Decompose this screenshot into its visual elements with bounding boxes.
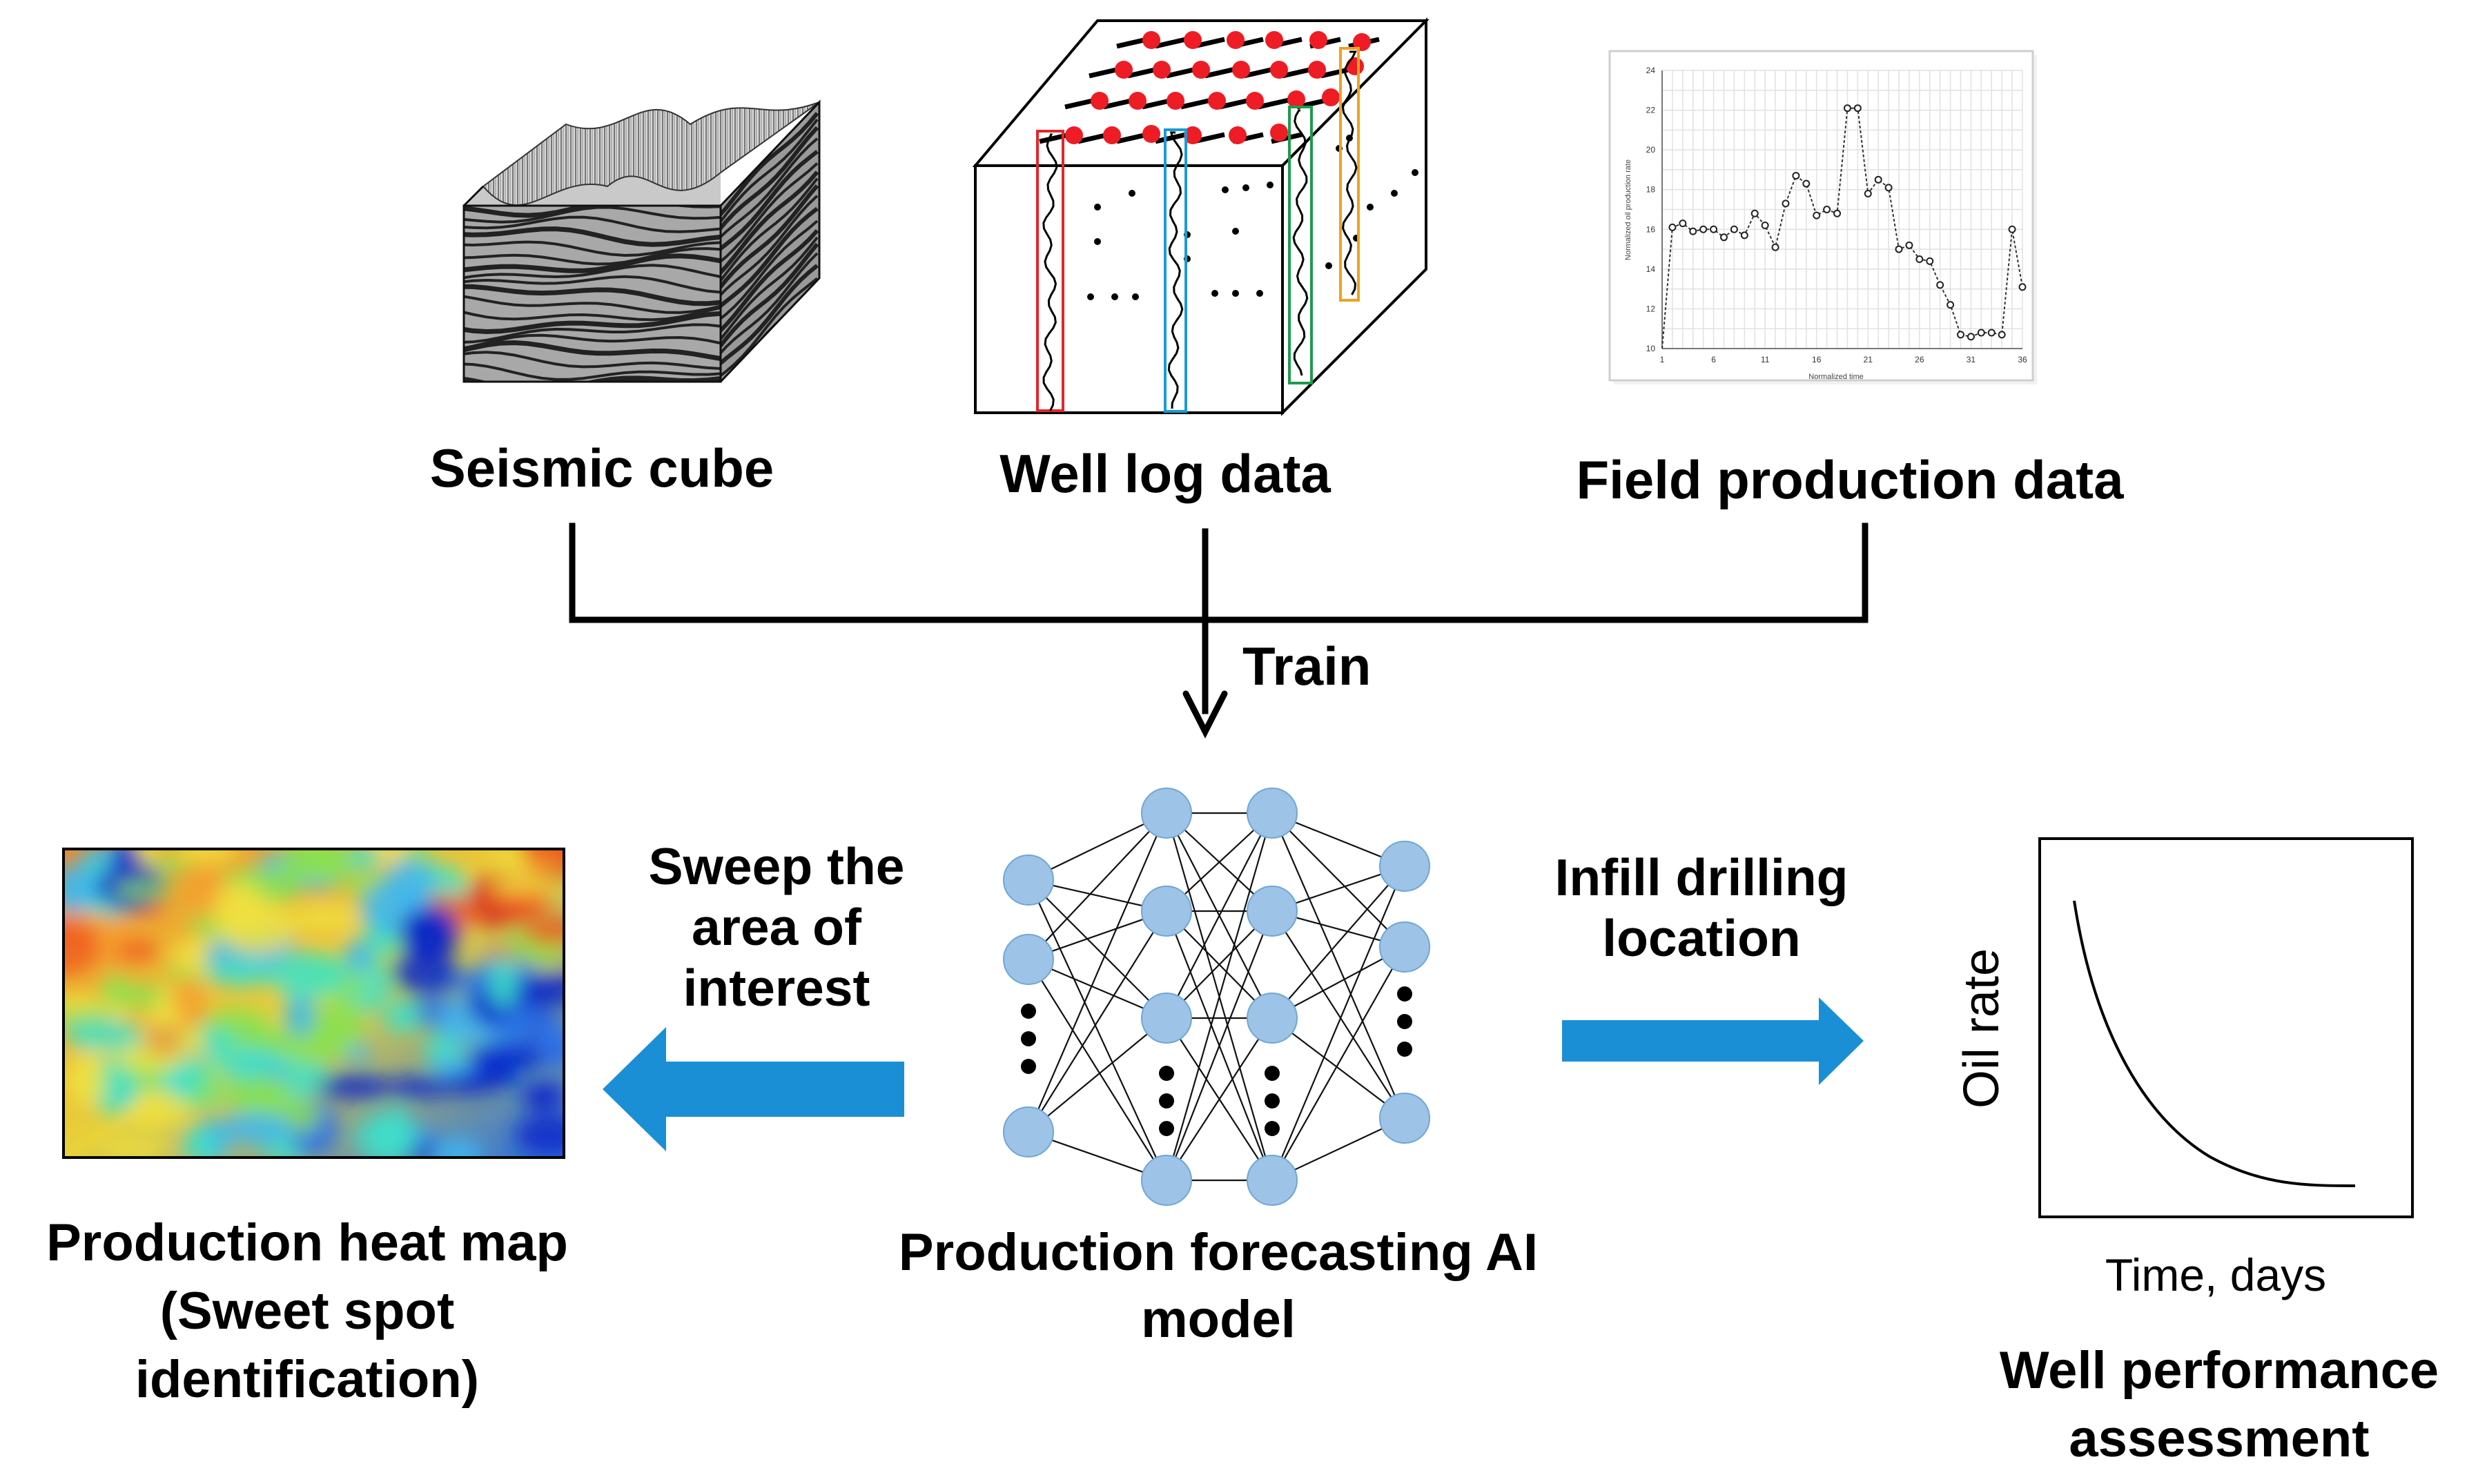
prod-data-point	[1926, 257, 1934, 265]
decline-curve	[2073, 900, 2356, 1187]
prod-data-point	[1957, 331, 1965, 339]
seismic-cube	[462, 99, 821, 383]
prod-data-point	[1874, 175, 1882, 184]
prod-y-tick: 12	[1646, 304, 1656, 313]
label-infill-drilling: Infill drilling location	[1554, 848, 1848, 967]
prod-data-point	[1668, 223, 1677, 231]
prod-data-point	[1699, 225, 1708, 233]
prod-data-point	[1792, 172, 1800, 180]
prod-y-tick: 14	[1646, 264, 1656, 274]
prod-data-point	[1802, 179, 1811, 188]
prod-y-tick: 20	[1646, 145, 1656, 155]
prod-data-point	[1967, 333, 1975, 341]
seismic-cube-front	[464, 206, 721, 382]
label-well-performance: Well performance assessment	[1999, 1341, 2439, 1468]
arrow-right-infill	[1562, 997, 1864, 1085]
prod-data-point	[1782, 199, 1790, 208]
prod-data-point	[1813, 211, 1821, 219]
nn-node	[1003, 1106, 1054, 1158]
well-log-orange	[1339, 47, 1360, 302]
prod-data-point	[1761, 222, 1769, 230]
prod-data-point	[1730, 225, 1738, 233]
seismic-cube-top	[464, 173, 721, 206]
label-seismic-cube: Seismic cube	[430, 438, 774, 498]
prod-xlabel: Normalized time	[1808, 373, 1863, 381]
prod-data-point	[1771, 243, 1779, 251]
label-ai-model: Production forecasting AI model	[898, 1223, 1539, 1349]
prod-y-tick: 22	[1646, 106, 1656, 115]
prod-data-point	[1710, 225, 1718, 233]
prod-data-point	[1947, 301, 1955, 309]
nn-node	[1141, 993, 1192, 1044]
label-production-heat-map: Production heat map (Sweet spot identifi…	[46, 1213, 568, 1409]
prod-data-point	[1998, 331, 2006, 339]
prod-data-point	[1823, 206, 1831, 213]
well-log-green	[1288, 106, 1313, 384]
prod-data-point	[1843, 104, 1851, 113]
label-field-production-data: Field production data	[1577, 449, 2125, 510]
nn-node	[1141, 1155, 1192, 1206]
prod-data-point	[1689, 227, 1697, 235]
prod-data-point	[2008, 225, 2016, 233]
prod-data-point	[1915, 255, 1924, 263]
prod-y-tick: 24	[1646, 66, 1656, 75]
prod-data-point	[1833, 209, 1842, 217]
prod-data-point	[1750, 209, 1759, 217]
prod-x-tick: 36	[2018, 355, 2027, 364]
prod-data-point	[1853, 104, 1862, 113]
prod-x-tick: 26	[1915, 355, 1924, 364]
nn-node	[1141, 788, 1192, 839]
production-heat-map	[62, 848, 565, 1159]
prod-data-point	[1977, 329, 1985, 337]
prod-x-tick: 16	[1812, 355, 1822, 364]
nn-node	[1247, 1155, 1298, 1206]
prod-x-tick: 11	[1761, 355, 1770, 364]
prod-data-point	[1987, 329, 1996, 337]
well-log-cube	[972, 17, 1430, 416]
label-sweep-area: Sweep the area of interest	[648, 837, 905, 1017]
prod-data-point	[1884, 184, 1893, 192]
prod-data-point	[2018, 283, 2027, 291]
prod-x-tick: 6	[1711, 355, 1716, 364]
train-connector	[569, 523, 1869, 739]
decline-curve-plot: Oil rate Time, days	[1954, 837, 2414, 1300]
prod-x-tick: 1	[1660, 355, 1665, 364]
neural-network	[1003, 788, 1430, 1206]
prod-data-point	[1679, 219, 1687, 228]
label-train: Train	[1242, 636, 1371, 696]
label-well-log-data: Well log data	[999, 443, 1331, 504]
nn-node	[1247, 993, 1298, 1044]
arrow-left-sweep	[603, 1027, 904, 1151]
prod-x-tick: 21	[1864, 355, 1873, 364]
prod-ylabel: Normalized oil production rate	[1624, 159, 1632, 260]
prod-data-point	[1740, 231, 1748, 240]
prod-y-tick: 16	[1646, 224, 1656, 234]
nn-node	[1003, 934, 1054, 985]
prod-y-tick: 10	[1646, 344, 1656, 353]
nn-node	[1141, 886, 1192, 937]
prod-data-point	[1936, 281, 1944, 289]
nn-node	[1247, 788, 1298, 839]
nn-node	[1247, 886, 1298, 937]
decline-xlabel: Time, days	[2105, 1249, 2326, 1300]
decline-ylabel: Oil rate	[1954, 948, 2009, 1109]
prod-y-tick: 18	[1646, 185, 1656, 195]
nn-node	[1379, 1093, 1430, 1144]
prod-data-point	[1864, 189, 1872, 197]
prod-data-point	[1719, 233, 1728, 242]
prod-data-point	[1895, 245, 1903, 253]
nn-node	[1379, 841, 1430, 892]
well-log-blue	[1164, 128, 1187, 413]
prod-x-tick: 31	[1967, 355, 1976, 364]
nn-node	[1003, 855, 1054, 906]
nn-node	[1379, 921, 1430, 973]
prod-data-point	[1905, 241, 1913, 249]
